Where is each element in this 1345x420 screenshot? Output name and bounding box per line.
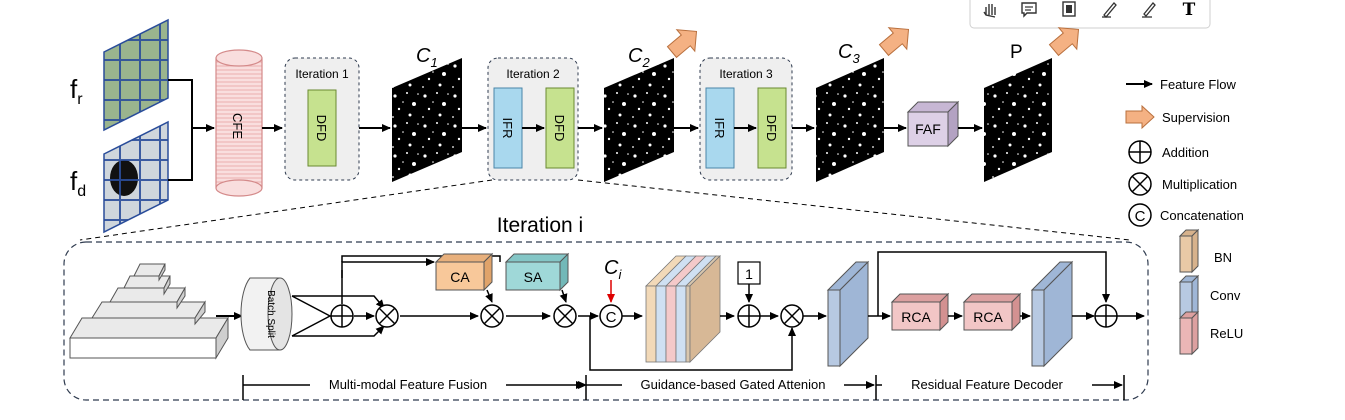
supervision-legend-icon	[1125, 104, 1155, 130]
c2-prediction-map: C2	[604, 29, 698, 182]
multiplication-icon	[1128, 172, 1152, 196]
svg-text:Iteration 1: Iteration 1	[295, 67, 349, 81]
svg-text:C3: C3	[838, 41, 860, 66]
multiplication-node	[480, 304, 504, 328]
batch-split-module: Batch Split	[240, 277, 293, 351]
cfe-label: CFE	[230, 113, 245, 139]
svg-text:BN: BN	[1214, 250, 1232, 265]
supervision-arrow	[1048, 27, 1080, 57]
stacked-feature-maps	[645, 255, 721, 363]
fr-label: fr	[70, 74, 83, 108]
iteration-2-group: Iteration 2 IFR DFD	[487, 57, 579, 181]
relu-legend-icon	[1178, 310, 1200, 356]
section-brackets	[242, 375, 1125, 400]
section-gated-label: Guidance-based Gated Attenion	[640, 377, 825, 392]
detail-title: Iteration i	[497, 214, 583, 237]
section-fusion-label: Multi-modal Feature Fusion	[329, 377, 487, 392]
addition-node	[737, 304, 761, 328]
svg-text:C: C	[606, 309, 617, 326]
svg-text:Multiplication: Multiplication	[1162, 177, 1237, 192]
feature-pyramid	[69, 263, 229, 360]
p-label: P	[1010, 42, 1023, 63]
c3-prediction-map: C3	[816, 27, 910, 182]
cfe-module: CFE	[215, 49, 263, 197]
faf-label: FAF	[915, 121, 941, 137]
rgb-input-image	[103, 18, 169, 132]
highlighter-icon[interactable]	[1142, 2, 1156, 18]
depth-input-image	[103, 120, 169, 234]
section-decoder-label: Residual Feature Decoder	[911, 377, 1063, 392]
svg-text:Addition: Addition	[1162, 145, 1209, 160]
input-connectors	[168, 79, 215, 181]
sa-module: SA	[504, 252, 570, 292]
gated-skip-connector	[589, 316, 796, 371]
svg-text:Iteration 2: Iteration 2	[506, 67, 560, 81]
svg-text:Feature Flow: Feature Flow	[1160, 77, 1236, 92]
final-prediction-map: P	[984, 27, 1080, 182]
ca-label: CA	[450, 269, 470, 285]
ca-module: CA	[434, 252, 494, 292]
svg-text:1: 1	[745, 266, 753, 282]
dfd-label: DFD	[314, 115, 329, 142]
batch-split-label: Batch Split	[265, 290, 276, 338]
multiplication-node	[553, 304, 577, 328]
svg-text:IFR: IFR	[712, 118, 727, 139]
conv-legend-icon	[1178, 274, 1200, 320]
addition-node	[1094, 304, 1118, 328]
fd-label: fd	[70, 166, 86, 200]
svg-text:RCA: RCA	[973, 309, 1003, 325]
multiplication-node	[375, 304, 399, 328]
conv-slab	[1030, 260, 1074, 368]
supervision-arrow	[666, 29, 698, 59]
residual-skip-connector	[877, 251, 1110, 316]
svg-text:ReLU: ReLU	[1210, 326, 1243, 341]
rca-module: RCA	[890, 292, 950, 332]
iteration-detail-panel: Batch Split	[63, 241, 1149, 401]
concatenation-icon: C	[1128, 203, 1152, 227]
iteration-1-group: Iteration 1 DFD	[284, 57, 360, 181]
annotation-toolbar: T	[969, 0, 1211, 29]
svg-text:Conv: Conv	[1210, 288, 1241, 303]
bn-legend-icon	[1178, 228, 1200, 274]
text-tool-icon[interactable]: T	[1183, 0, 1196, 20]
ifr-label: IFR	[500, 118, 515, 139]
constant-one-box: 1	[737, 261, 761, 285]
multiplication-node	[780, 304, 804, 328]
comment-icon[interactable]	[1021, 2, 1037, 18]
iteration-3-group: Iteration 3 IFR DFD	[699, 57, 793, 181]
svg-text:Iteration 3: Iteration 3	[719, 67, 773, 81]
zoom-lines	[79, 179, 1131, 241]
addition-icon	[1128, 140, 1152, 164]
svg-text:C: C	[1135, 208, 1146, 225]
supervision-arrow	[878, 27, 910, 57]
hand-icon[interactable]	[983, 4, 996, 18]
sa-label: SA	[524, 269, 543, 285]
svg-text:Concatenation: Concatenation	[1160, 208, 1244, 223]
svg-text:DFD: DFD	[552, 115, 567, 142]
c1-prediction-map: C1	[392, 45, 462, 182]
svg-text:DFD: DFD	[764, 115, 779, 142]
rca-module: RCA	[962, 292, 1022, 332]
conv-slab	[826, 260, 870, 368]
svg-text:Supervision: Supervision	[1162, 110, 1230, 125]
svg-text:C1: C1	[416, 45, 438, 70]
svg-text:C2: C2	[628, 45, 650, 70]
fusion-connectors	[291, 255, 599, 337]
pen-icon[interactable]	[1102, 2, 1117, 18]
concatenation-node: C	[599, 304, 623, 328]
faf-module: FAF	[906, 100, 960, 148]
addition-node	[330, 304, 354, 328]
svg-text:RCA: RCA	[901, 309, 931, 325]
legend: Feature Flow Supervision Addition Multip…	[1125, 77, 1244, 356]
text-box-icon[interactable]	[1062, 1, 1076, 17]
ci-label: Ci	[604, 257, 622, 282]
